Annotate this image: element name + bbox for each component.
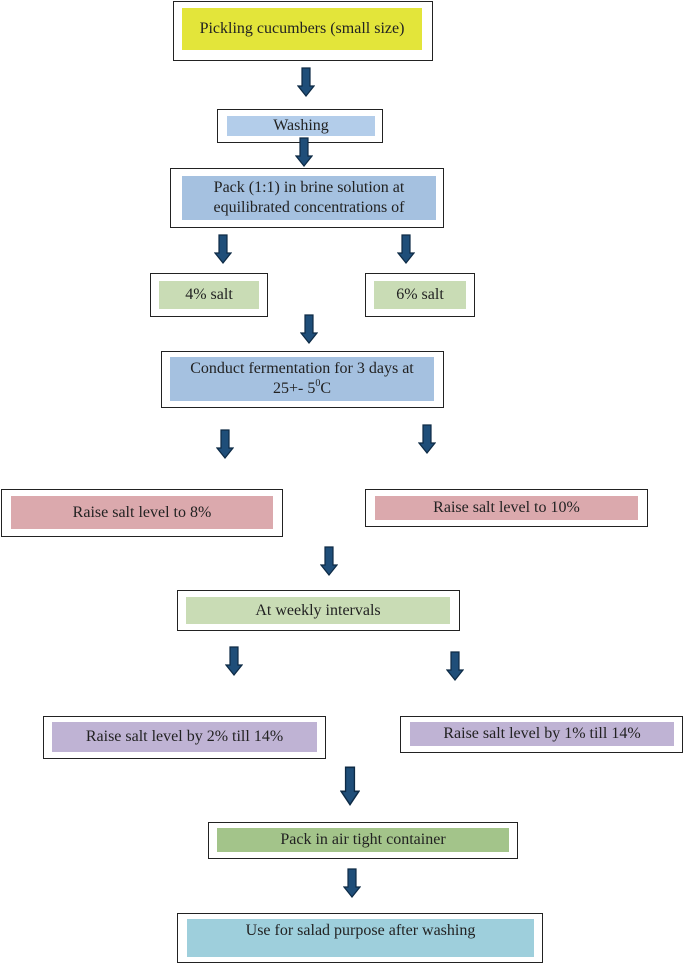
step-raise-by-1: Raise salt level by 1% till 14% (410, 722, 674, 746)
step-fermentation: Conduct fermentation for 3 days at 25+- … (170, 357, 434, 401)
step-raise-8: Raise salt level to 8% (11, 496, 273, 529)
down-arrow-icon (225, 646, 243, 676)
down-arrow-icon (295, 137, 313, 167)
step-salad: Use for salad purpose after washing (187, 919, 534, 957)
degree-superscript: 0 (315, 377, 321, 389)
step-raise-10: Raise salt level to 10% (375, 496, 638, 520)
down-arrow-icon (300, 314, 318, 344)
down-arrow-icon (343, 868, 361, 898)
step-airtight: Pack in air tight container (217, 828, 509, 852)
step-cucumbers: Pickling cucumbers (small size) (182, 8, 422, 50)
down-arrow-icon (340, 766, 360, 806)
step-washing: Washing (227, 116, 375, 136)
fermentation-text: Conduct fermentation for 3 days at 25+- … (190, 360, 414, 397)
down-arrow-icon (320, 546, 338, 576)
down-arrow-icon (216, 429, 234, 459)
celsius-unit: C (320, 380, 332, 397)
down-arrow-icon (214, 234, 232, 264)
down-arrow-icon (418, 424, 436, 454)
down-arrow-icon (397, 234, 415, 264)
step-pack-brine: Pack (1:1) in brine solution at equilibr… (182, 176, 436, 220)
step-salt-6: 6% salt (374, 281, 466, 309)
step-salt-4: 4% salt (159, 281, 259, 309)
step-raise-by-2: Raise salt level by 2% till 14% (52, 722, 317, 752)
down-arrow-icon (446, 651, 464, 681)
step-weekly: At weekly intervals (186, 597, 450, 624)
down-arrow-icon (297, 67, 315, 97)
